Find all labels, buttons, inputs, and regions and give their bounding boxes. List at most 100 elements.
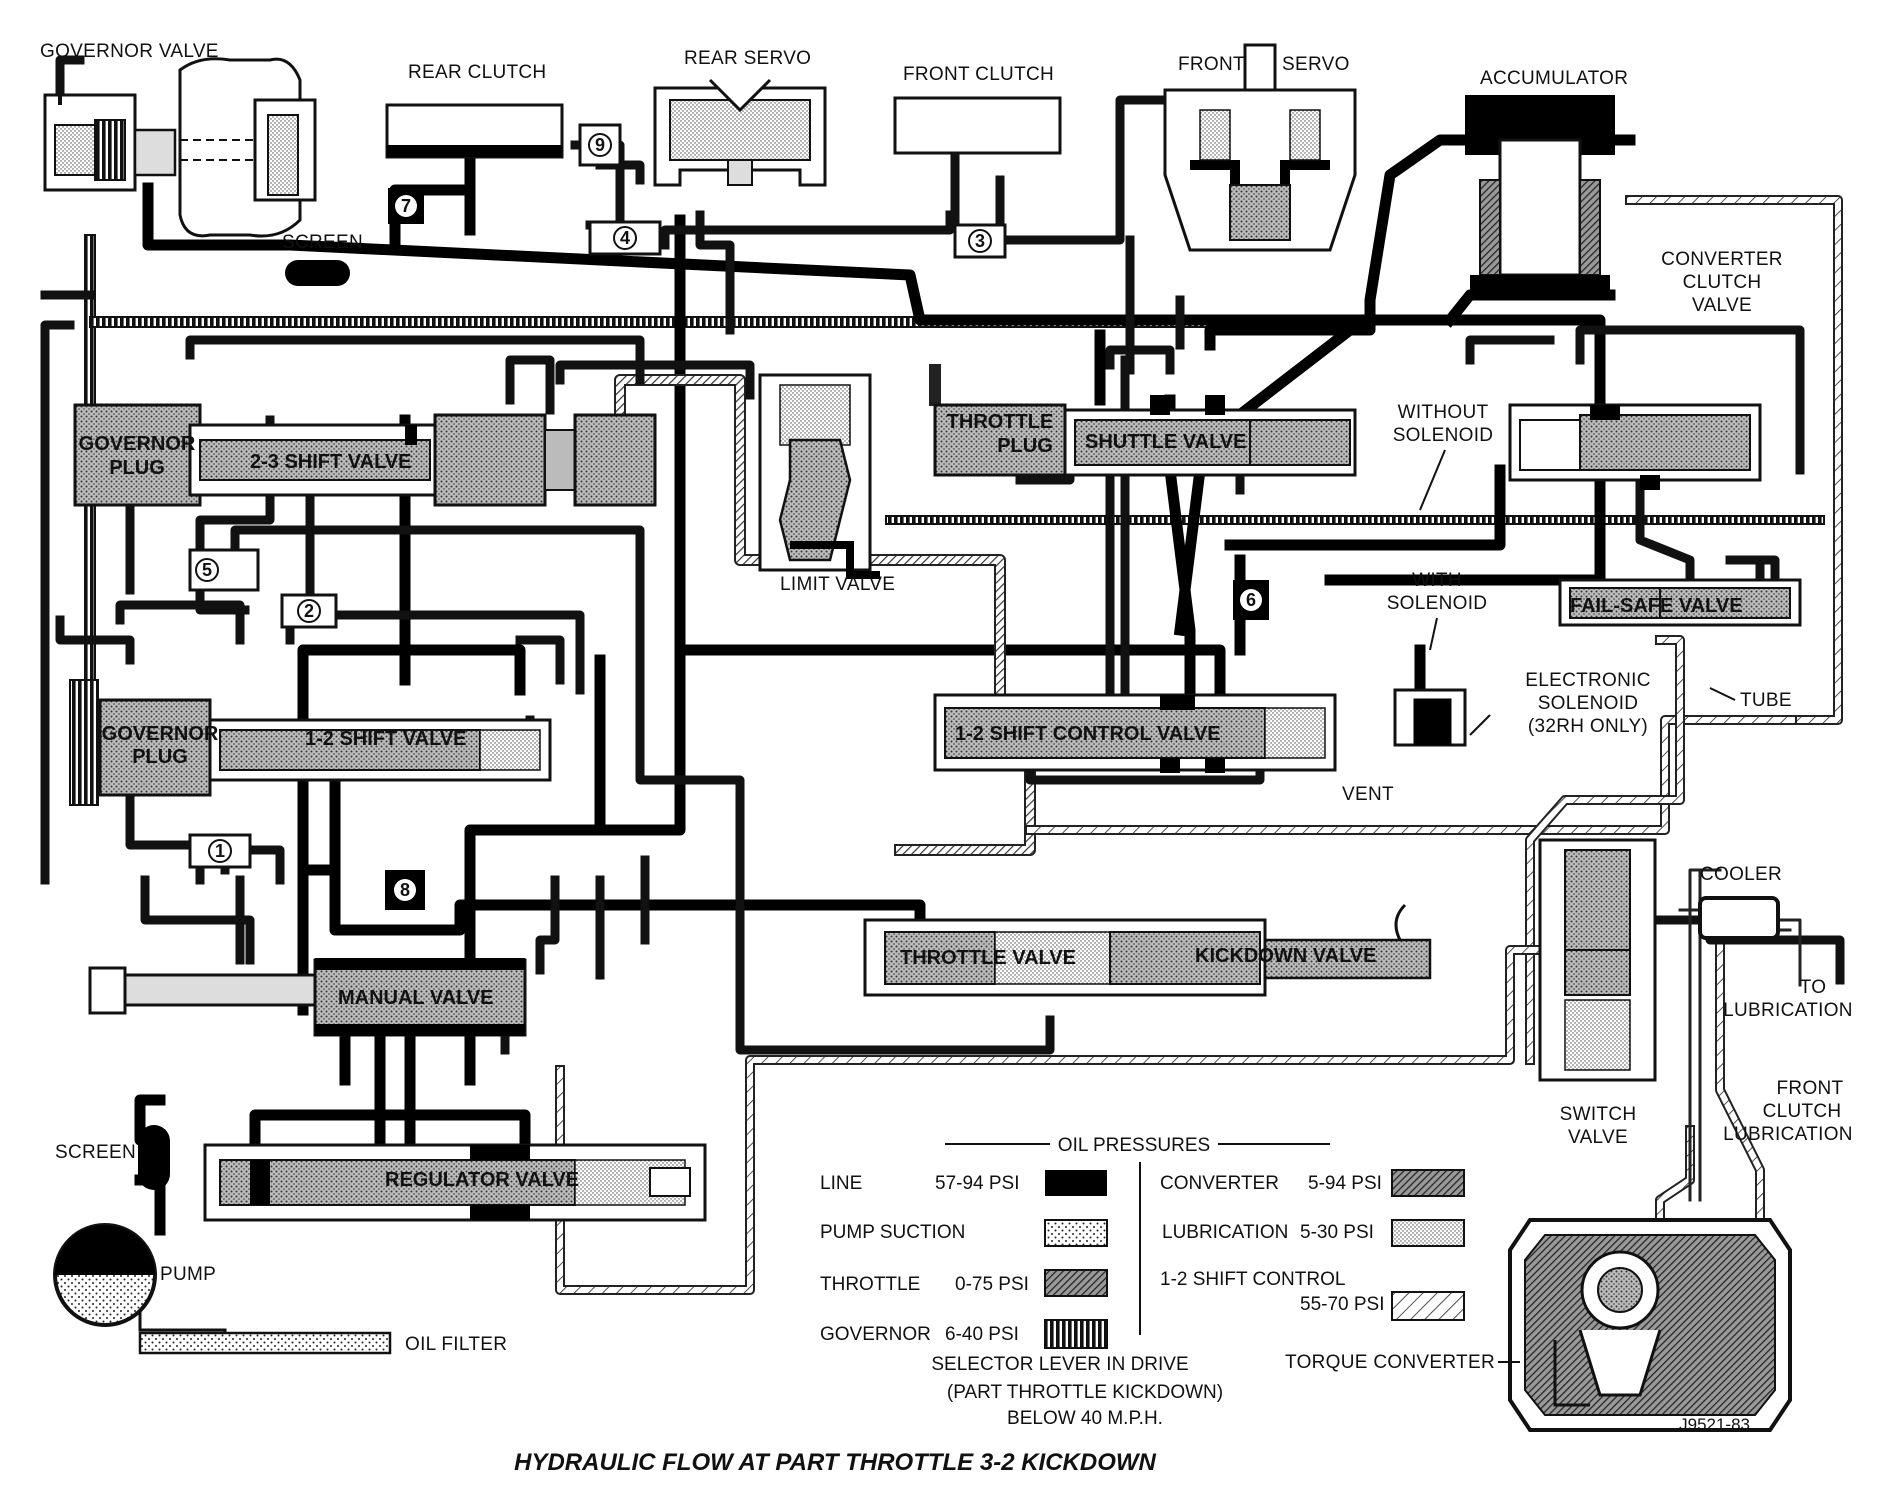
legend: OIL PRESSURES LINE 57-94 PSI PUMP SUCTIO… xyxy=(820,1135,1465,1429)
ball-7: 7 xyxy=(388,188,424,224)
manual-valve xyxy=(88,958,527,1037)
svg-text:2: 2 xyxy=(304,601,314,621)
label-switch-1: SWITCH xyxy=(1560,1104,1637,1125)
label-regulator-valve: REGULATOR VALVE xyxy=(385,1169,579,1191)
ball-9: 9 xyxy=(578,123,622,167)
oil-filter xyxy=(138,1310,392,1355)
ball-8: 8 xyxy=(385,870,425,910)
legend-converter: CONVERTER xyxy=(1160,1173,1279,1194)
electronic-solenoid xyxy=(1393,688,1467,747)
swatch-converter xyxy=(1391,1169,1465,1197)
ball-4: 4 xyxy=(588,220,662,256)
label-shift-control-valve-12: 1-2 SHIFT CONTROL VALVE xyxy=(955,723,1221,745)
label-clutch: CLUTCH xyxy=(1683,272,1762,293)
label-electronic-1: ELECTRONIC xyxy=(1525,670,1650,691)
label-torque-converter: TORQUE CONVERTER xyxy=(1285,1352,1495,1373)
label-front-lub-1: FRONT xyxy=(1777,1078,1844,1099)
with-solenoid-pointer xyxy=(1429,617,1438,651)
label-throttle-plug-1: THROTTLE xyxy=(947,411,1054,433)
governor-plug-lower xyxy=(98,698,212,797)
pump xyxy=(53,1223,157,1327)
ball-5: 5 xyxy=(188,548,260,592)
label-shift-valve-12: 1-2 SHIFT VALVE xyxy=(305,728,467,750)
svg-text:9: 9 xyxy=(595,135,605,155)
label-electronic-2: SOLENOID xyxy=(1538,693,1639,714)
label-valve: VALVE xyxy=(1692,295,1752,316)
label-governor-plug-upper-1: GOVERNOR xyxy=(79,433,196,455)
label-manual-valve: MANUAL VALVE xyxy=(338,987,494,1009)
shift-valve-12 xyxy=(208,718,552,782)
label-governor-valve: GOVERNOR VALVE xyxy=(40,41,219,62)
label-kickdown-valve: KICKDOWN VALVE xyxy=(1195,945,1376,967)
label-fail-safe-valve: FAIL-SAFE VALVE xyxy=(1570,595,1743,617)
label-limit-valve: LIMIT VALVE xyxy=(780,574,895,595)
label-to-1: TO xyxy=(1800,977,1827,998)
regulator-valve xyxy=(203,1143,707,1222)
label-without-2: SOLENOID xyxy=(1393,425,1494,446)
label-screen-top: SCREEN xyxy=(282,232,363,253)
label-switch-2: VALVE xyxy=(1568,1127,1628,1148)
swatch-shift-control xyxy=(1391,1291,1465,1321)
legend-converter-psi: 5-94 PSI xyxy=(1308,1173,1382,1194)
legend-governor: GOVERNOR xyxy=(820,1324,931,1345)
label-shift-valve-23: 2-3 SHIFT VALVE xyxy=(250,451,412,473)
legend-line: LINE xyxy=(820,1173,862,1194)
svg-text:6: 6 xyxy=(1246,590,1256,610)
fail-safe-valve xyxy=(1558,578,1802,627)
shuttle-valve xyxy=(1063,395,1357,477)
swatch-pump-suction xyxy=(1044,1219,1108,1247)
throttle-kickdown-valve xyxy=(863,903,1432,997)
converter-clutch-valve xyxy=(1508,403,1762,490)
legend-governor-psi: 6-40 PSI xyxy=(945,1324,1019,1345)
label-screen-bottom: SCREEN xyxy=(55,1142,136,1163)
svg-text:1: 1 xyxy=(215,841,225,861)
label-cooler: COOLER xyxy=(1700,864,1782,885)
label-front-clutch: FRONT CLUTCH xyxy=(903,64,1054,85)
label-governor-plug-lower-1: GOVERNOR xyxy=(102,723,219,745)
electronic-solenoid-pointer xyxy=(1469,714,1491,736)
swatch-lubrication xyxy=(1391,1219,1465,1247)
governor-plug-upper xyxy=(73,403,202,507)
svg-text:7: 7 xyxy=(401,196,411,216)
cooler xyxy=(1698,896,1780,940)
label-front: FRONT xyxy=(1178,54,1245,75)
label-front-lub-2: CLUTCH xyxy=(1763,1101,1842,1122)
rear-servo xyxy=(653,78,827,187)
without-solenoid-pointer xyxy=(1419,449,1446,511)
switch-valve xyxy=(1538,838,1657,1082)
legend-line-psi: 57-94 PSI xyxy=(935,1173,1020,1194)
label-without-1: WITHOUT xyxy=(1398,402,1489,423)
label-throttle-valve: THROTTLE VALVE xyxy=(900,947,1076,969)
swatch-line xyxy=(1045,1170,1107,1196)
limit-valve xyxy=(758,373,880,579)
swatch-throttle xyxy=(1044,1269,1108,1297)
legend-heading: OIL PRESSURES xyxy=(1058,1135,1210,1156)
label-governor-plug-lower-2: PLUG xyxy=(132,746,188,768)
label-to-2: LUBRICATION xyxy=(1723,1000,1853,1021)
screen-bottom xyxy=(138,1125,170,1190)
torque-converter xyxy=(1508,1218,1792,1432)
legend-shift-control-psi: 55-70 PSI xyxy=(1300,1294,1385,1315)
condition-line-1: SELECTOR LEVER IN DRIVE xyxy=(931,1354,1188,1375)
legend-lubrication-psi: 5-30 PSI xyxy=(1300,1222,1374,1243)
legend-pump-suction: PUMP SUCTION xyxy=(820,1222,965,1243)
shift-control-valve-12 xyxy=(933,693,1337,773)
labels: GOVERNOR VALVE REAR CLUTCH REAR SERVO FR… xyxy=(40,41,1853,1373)
svg-text:4: 4 xyxy=(620,228,630,248)
front-servo xyxy=(1163,43,1357,252)
label-servo: SERVO xyxy=(1282,54,1350,75)
condition-line-3: BELOW 40 M.P.H. xyxy=(1007,1408,1163,1429)
ball-6: 6 xyxy=(1233,580,1269,620)
legend-lubrication: LUBRICATION xyxy=(1162,1222,1288,1243)
throttle-passages xyxy=(555,195,1843,1355)
svg-text:5: 5 xyxy=(202,560,212,580)
label-tube: TUBE xyxy=(1740,690,1792,711)
label-pump: PUMP xyxy=(160,1264,216,1285)
label-accumulator: ACCUMULATOR xyxy=(1480,68,1628,89)
label-with-1: WITH xyxy=(1412,570,1462,591)
label-rear-servo: REAR SERVO xyxy=(684,48,811,69)
label-with-2: SOLENOID xyxy=(1387,593,1488,614)
swatch-governor xyxy=(1044,1319,1108,1349)
label-electronic-3: (32RH ONLY) xyxy=(1528,716,1648,737)
